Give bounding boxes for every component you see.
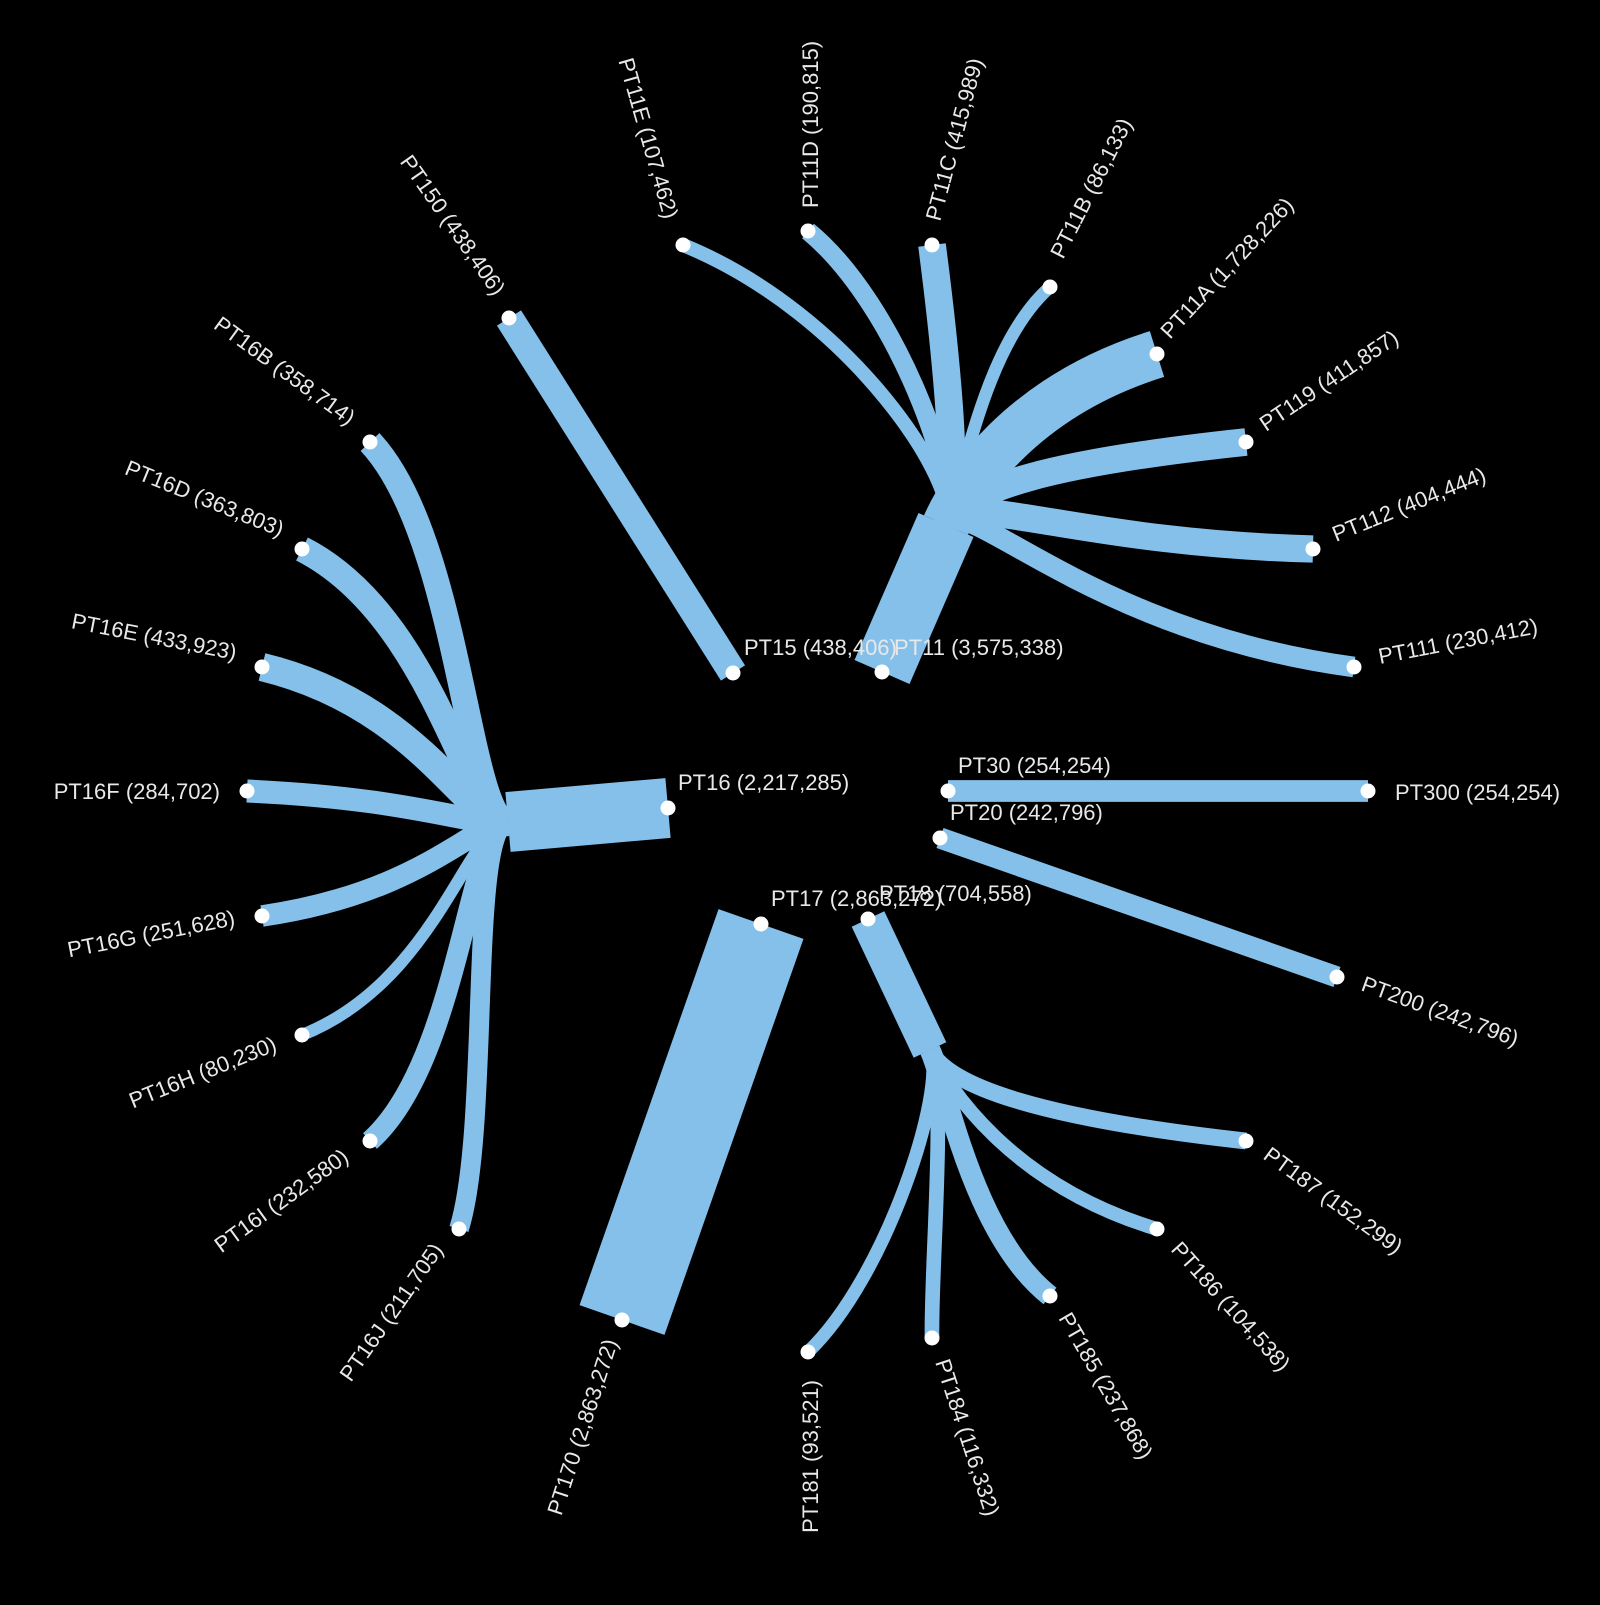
link-layer	[246, 223, 1368, 1357]
node-layer	[239, 223, 1376, 1360]
node-pt11	[874, 664, 890, 680]
label-pt11a: PT11A (1,728,226)	[1155, 192, 1298, 343]
label-pt16j: PT16J (211,705)	[335, 1239, 449, 1386]
label-pt16e: PT16E (433,923)	[70, 608, 239, 665]
label-pt16h: PT16H (80,230)	[125, 1031, 279, 1113]
label-pt16b: PT16B (358,714)	[210, 311, 360, 430]
node-pt16i	[362, 1133, 378, 1149]
node-pt181	[800, 1344, 816, 1360]
label-pt16g: PT16G (251,628)	[65, 905, 237, 962]
label-pt181: PT181 (93,521)	[798, 1380, 823, 1533]
link-pt170	[579, 909, 804, 1335]
label-pt150: PT150 (438,406)	[395, 150, 510, 300]
node-pt17	[753, 916, 769, 932]
label-pt16d: PT16D (363,803)	[122, 455, 288, 541]
label-pt119: PT119 (411,857)	[1255, 325, 1403, 436]
node-pt184	[924, 1330, 940, 1346]
node-pt15	[725, 665, 741, 681]
trunk-pt18	[851, 911, 947, 1058]
node-pt30	[940, 783, 956, 799]
node-pt11a	[1149, 346, 1165, 362]
node-pt11e	[675, 237, 691, 253]
label-pt17: PT17 (2,863,272)	[771, 886, 942, 911]
label-pt112: PT112 (404,444)	[1329, 462, 1490, 546]
node-pt11c	[924, 237, 940, 253]
node-pt16d	[294, 541, 310, 557]
label-pt170: PT170 (2,863,272)	[542, 1336, 622, 1518]
node-pt111	[1346, 659, 1362, 675]
label-pt300: PT300 (254,254)	[1395, 780, 1560, 805]
label-pt11d: PT11D (190,815)	[798, 41, 823, 208]
node-pt16b	[362, 434, 378, 450]
link-pt16j	[449, 812, 513, 1232]
label-pt30: PT30 (254,254)	[958, 753, 1111, 778]
label-pt16i: PT16I (232,580)	[210, 1144, 353, 1258]
node-pt16h	[294, 1027, 310, 1043]
label-pt16f: PT16F (284,702)	[54, 779, 220, 804]
node-pt300	[1360, 783, 1376, 799]
node-pt185	[1042, 1288, 1058, 1304]
link-pt150	[496, 310, 746, 681]
node-pt119	[1238, 434, 1254, 450]
link-pt200	[936, 828, 1341, 987]
node-pt18	[860, 911, 876, 927]
label-pt186: PT186 (104,538)	[1166, 1237, 1295, 1376]
label-pt11e: PT11E (107,462)	[613, 55, 683, 221]
trunk-pt11	[854, 513, 974, 684]
label-pt16: PT16 (2,217,285)	[678, 770, 849, 795]
node-pt187	[1238, 1133, 1254, 1149]
label-pt18: PT18 (704,558)	[879, 881, 1032, 906]
label-pt111: PT111 (230,412)	[1376, 613, 1540, 668]
node-pt20	[932, 830, 948, 846]
node-pt16e	[254, 659, 270, 675]
label-pt187: PT187 (152,299)	[1259, 1142, 1407, 1259]
link-pt181	[803, 1047, 940, 1357]
link-pt187	[922, 1045, 1247, 1150]
node-pt150	[501, 310, 517, 326]
node-pt200	[1329, 969, 1345, 985]
label-pt185: PT185 (237,868)	[1054, 1308, 1158, 1463]
trunk-pt16	[505, 778, 671, 852]
label-pt15: PT15 (438,406)	[744, 635, 897, 660]
node-pt16g	[254, 908, 270, 924]
node-pt186	[1149, 1221, 1165, 1237]
link-pt111	[936, 508, 1356, 678]
node-pt11d	[800, 223, 816, 239]
label-pt11: PT11 (3,575,338)	[894, 635, 1064, 660]
label-pt200: PT200 (242,796)	[1358, 971, 1522, 1051]
node-pt16	[660, 800, 676, 816]
node-pt11b	[1042, 279, 1058, 295]
node-pt170	[614, 1312, 630, 1328]
node-pt16f	[239, 783, 255, 799]
label-pt20: PT20 (242,796)	[950, 800, 1103, 825]
node-pt112	[1305, 541, 1321, 557]
label-pt11b: PT11B (86,133)	[1045, 114, 1137, 262]
label-pt11c: PT11C (415,989)	[921, 55, 988, 223]
node-pt16j	[451, 1221, 467, 1237]
label-pt184: PT184 (116,332)	[930, 1356, 1004, 1519]
